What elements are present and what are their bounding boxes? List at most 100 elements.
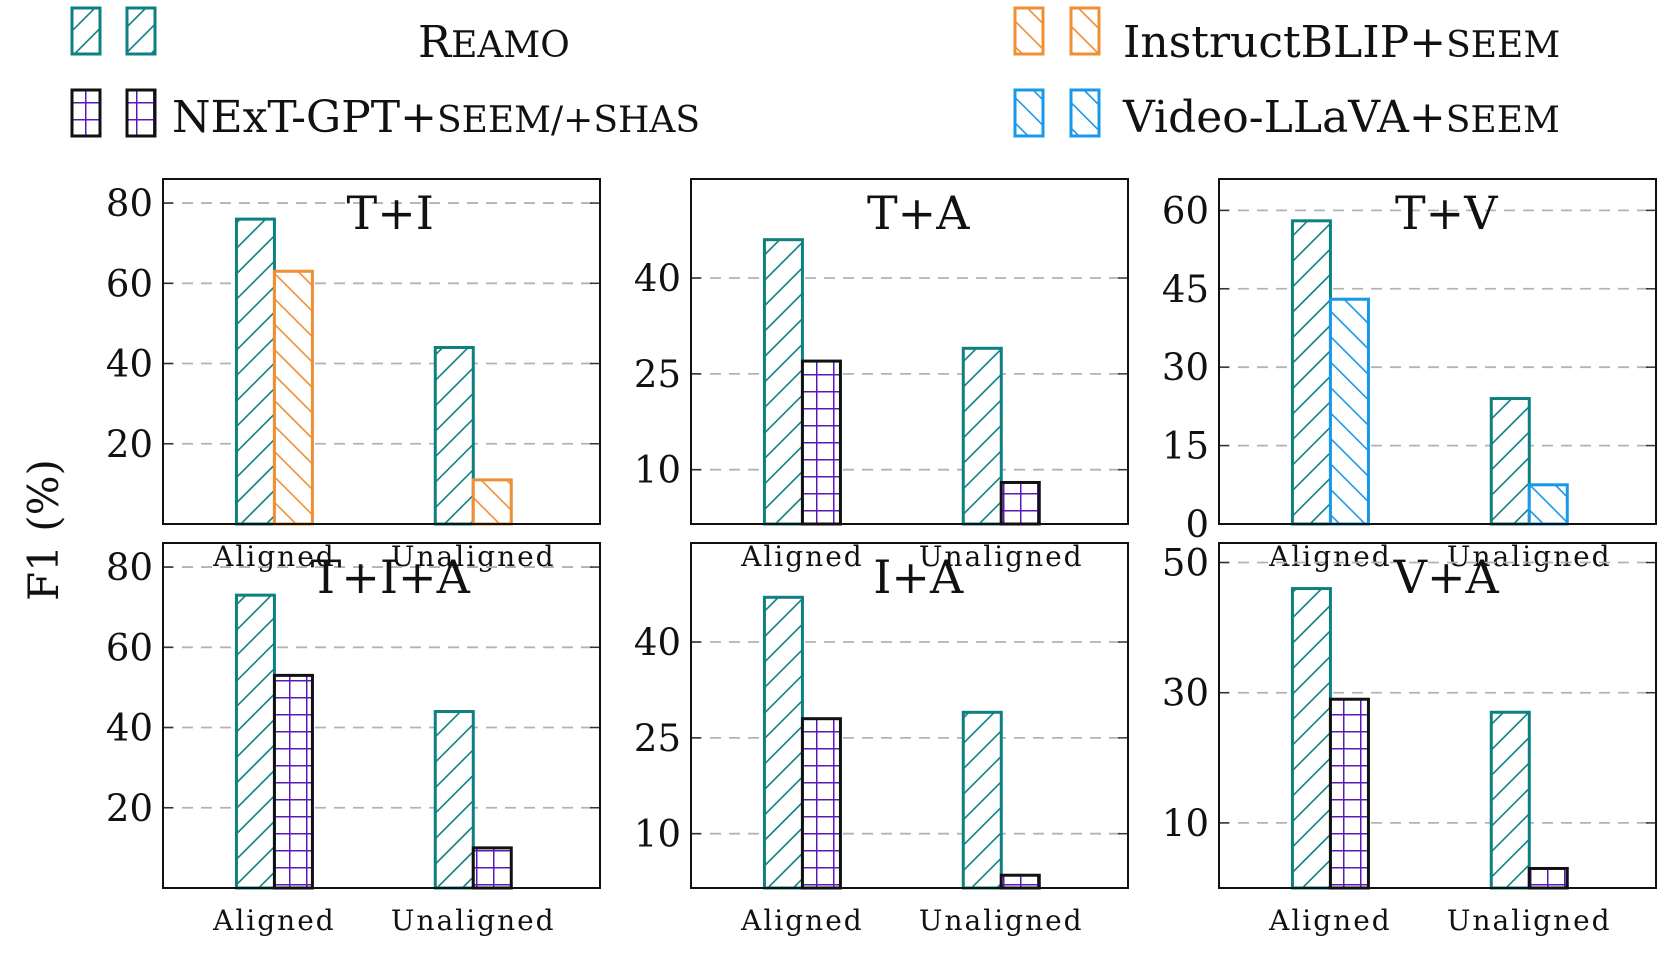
panel-frame xyxy=(690,542,1129,889)
legend-label-main: InstructBLIP+ xyxy=(1123,17,1446,68)
legend-swatch xyxy=(70,6,102,56)
y-tick-label: 40 xyxy=(106,343,153,386)
legend: REAMO InstructBLIP+SEEM NExT-GPT+SEEM/+S… xyxy=(70,6,1560,143)
legend-label-main: Video-LLaVA+ xyxy=(1122,92,1446,143)
bar-reamo-aligned xyxy=(234,217,276,526)
y-tick-label: 80 xyxy=(106,546,153,589)
panel-frame xyxy=(1218,542,1657,889)
bar-videollava-unaligned xyxy=(1527,483,1569,526)
x-category-label: Aligned xyxy=(212,904,336,937)
bar-reamo-aligned xyxy=(234,593,276,890)
legend-label: InstructBLIP+SEEM xyxy=(1123,17,1560,68)
y-tick-label: 0 xyxy=(1185,503,1209,546)
bar-videollava-aligned xyxy=(1328,297,1370,526)
bar-reamo-unaligned xyxy=(961,710,1003,890)
y-tick-label: 10 xyxy=(634,813,681,856)
panel-frame xyxy=(162,542,601,889)
x-category-label: Aligned xyxy=(1268,540,1392,573)
legend-label: NExT-GPT+SEEM/+SHAS xyxy=(172,92,700,143)
bar-reamo-unaligned xyxy=(1489,710,1531,890)
bar-reamo-unaligned xyxy=(433,709,475,890)
panel-title: V+A xyxy=(1393,550,1500,604)
bar-nextgpt-unaligned xyxy=(999,480,1041,526)
x-category-label: Unaligned xyxy=(1447,904,1612,937)
panel-title: T+I+A xyxy=(311,550,471,604)
legend-label: REAMO xyxy=(418,17,570,68)
y-tick-label: 30 xyxy=(1162,346,1209,389)
y-tick-label: 40 xyxy=(634,621,681,664)
bar-nextgpt-aligned xyxy=(272,673,314,890)
y-tick-label: 60 xyxy=(106,626,153,669)
x-category-label: Aligned xyxy=(212,540,336,573)
x-category-label: Unaligned xyxy=(391,904,556,937)
panel-title: T+V xyxy=(1395,186,1498,240)
legend-swatch xyxy=(125,88,157,138)
legend-label-smallcaps: SEEM xyxy=(1446,100,1560,141)
x-category-label: Aligned xyxy=(1268,904,1392,937)
y-tick-label: 20 xyxy=(106,787,153,830)
bar-reamo-aligned xyxy=(1290,219,1332,526)
y-tick-label: 40 xyxy=(634,257,681,300)
y-axis-label: F1 (%) xyxy=(19,459,68,601)
x-category-label: Aligned xyxy=(740,540,864,573)
bar-nextgpt-aligned xyxy=(800,359,842,526)
panel-title: T+A xyxy=(867,186,970,240)
bar-instructblip-unaligned xyxy=(471,478,513,526)
y-tick-label: 20 xyxy=(106,423,153,466)
x-category-label: Unaligned xyxy=(1447,540,1612,573)
legend-label: Video-LLaVA+SEEM xyxy=(1122,92,1560,143)
legend-entry-nextgpt: NExT-GPT+SEEM/+SHAS xyxy=(70,88,700,143)
panel-frame xyxy=(1218,178,1657,525)
y-tick-label: 30 xyxy=(1162,672,1209,715)
y-tick-label: 50 xyxy=(1162,542,1209,585)
legend-label-main: NExT-GPT+ xyxy=(172,92,437,143)
bar-nextgpt-aligned xyxy=(800,717,842,890)
bar-reamo-aligned xyxy=(762,238,804,526)
legend-swatch xyxy=(1013,6,1045,56)
bar-nextgpt-aligned xyxy=(1328,697,1370,890)
legend-swatch xyxy=(70,88,102,138)
y-tick-label: 80 xyxy=(106,182,153,225)
y-tick-label: 10 xyxy=(1162,802,1209,845)
bar-nextgpt-unaligned xyxy=(471,846,513,890)
y-tick-label: 25 xyxy=(634,717,681,760)
y-tick-label: 15 xyxy=(1162,425,1209,468)
bar-reamo-unaligned xyxy=(433,345,475,526)
y-tick-label: 45 xyxy=(1162,268,1209,311)
legend-label-smallcaps: SEEM xyxy=(1446,25,1560,66)
bar-reamo-aligned xyxy=(762,595,804,890)
legend-swatch xyxy=(125,6,157,56)
panel-frame xyxy=(690,178,1129,525)
bar-instructblip-aligned xyxy=(272,269,314,526)
legend-label-main: R xyxy=(418,17,453,68)
legend-swatch xyxy=(1069,88,1101,138)
bar-reamo-unaligned xyxy=(1489,397,1531,526)
y-tick-label: 60 xyxy=(106,262,153,305)
y-tick-label: 40 xyxy=(106,707,153,750)
bar-reamo-unaligned xyxy=(961,346,1003,526)
bar-reamo-aligned xyxy=(1290,587,1332,890)
legend-entry-instructblip: InstructBLIP+SEEM xyxy=(1013,6,1560,68)
legend-label-smallcaps: EAMO xyxy=(451,25,570,66)
panel-title: I+A xyxy=(873,550,964,604)
x-category-label: Unaligned xyxy=(919,540,1084,573)
legend-swatch xyxy=(1013,88,1045,138)
x-category-label: Aligned xyxy=(740,904,864,937)
bar-nextgpt-unaligned xyxy=(1527,866,1569,890)
legend-entry-videollava: Video-LLaVA+SEEM xyxy=(1013,88,1560,143)
y-tick-label: 60 xyxy=(1162,189,1209,232)
y-tick-label: 25 xyxy=(634,353,681,396)
legend-label-smallcaps: SEEM/+SHAS xyxy=(437,100,700,141)
panel-title: T+I xyxy=(347,186,434,240)
y-tick-label: 10 xyxy=(634,449,681,492)
bar-nextgpt-unaligned xyxy=(999,873,1041,890)
x-category-label: Unaligned xyxy=(919,904,1084,937)
legend-swatch xyxy=(1069,6,1101,56)
